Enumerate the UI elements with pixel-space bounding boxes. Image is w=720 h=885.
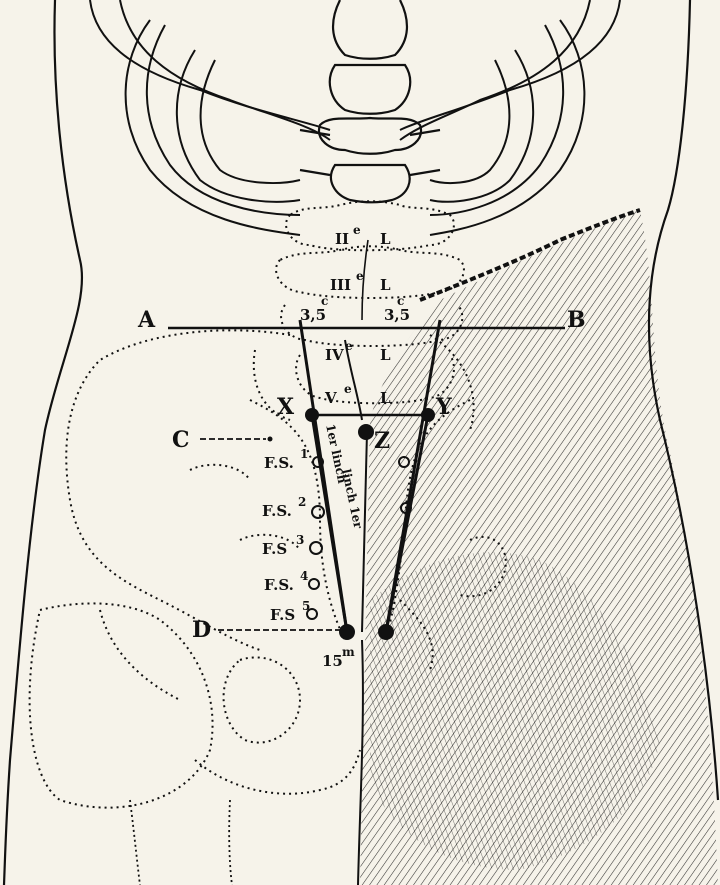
leg-outline — [130, 800, 232, 885]
label-ii: II — [335, 230, 349, 248]
point-x — [305, 408, 319, 422]
label-iv-sup: e — [345, 339, 353, 353]
label-l-5: L — [380, 389, 391, 407]
label-iv: IV — [325, 346, 344, 364]
label-b: B — [567, 307, 586, 333]
label-ii-sup: e — [353, 223, 361, 237]
label-x: X — [277, 394, 295, 420]
fs1-num: 1 — [300, 447, 308, 461]
point-d-left — [339, 624, 355, 640]
hatched-region — [360, 210, 718, 885]
label-v-sup: e — [344, 382, 352, 396]
point-c — [268, 437, 273, 442]
measure-left-sup: c — [321, 294, 328, 308]
measure-left: 3,5 — [300, 306, 326, 324]
fs2-num: 2 — [298, 495, 306, 509]
measure-right-sup: c — [397, 294, 404, 308]
measure-right: 3,5 — [384, 306, 410, 324]
point-y — [421, 408, 435, 422]
pelvis-left — [30, 330, 360, 807]
point-z — [358, 424, 374, 440]
thoracic-spine — [300, 0, 440, 202]
fs5-num: 5 — [302, 599, 310, 613]
label-y: Y — [435, 394, 452, 420]
fs2-label: F.S. — [262, 502, 292, 520]
label-l-4: L — [380, 346, 391, 364]
fifteen-sup: m — [342, 645, 355, 659]
fs3-num: 3 — [296, 533, 304, 547]
label-iii-sup: e — [356, 269, 364, 283]
fs4-label: F.S. — [264, 576, 294, 594]
fs4-num: 4 — [300, 569, 308, 583]
label-a: A — [137, 307, 156, 333]
fs5-label: F.S — [270, 606, 295, 624]
point-d-right — [378, 624, 394, 640]
fs3-label: F.S — [262, 540, 287, 558]
label-d: D — [192, 617, 211, 643]
label-c: C — [172, 427, 190, 453]
label-l-3: L — [380, 276, 391, 294]
label-v: V — [324, 389, 337, 407]
fifteen-label: 15 — [322, 652, 343, 670]
fs1-label: F.S. — [264, 454, 294, 472]
label-l-2: L — [380, 230, 391, 248]
label-z: Z — [374, 428, 390, 454]
label-iii: III — [330, 276, 351, 294]
length-label-right: linch 1er — [339, 468, 365, 531]
